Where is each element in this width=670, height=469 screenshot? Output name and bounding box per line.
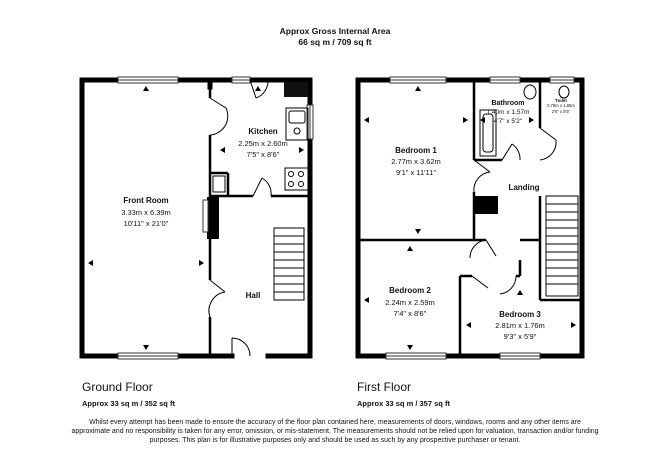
bedroom2-metric: 2.24m x 2.59m: [385, 298, 435, 307]
first-floor-plan: [355, 76, 585, 360]
toilet-name: Toilet: [555, 98, 567, 103]
front-room-imperial: 10'11" x 21'0": [124, 219, 169, 228]
ground-floor-area: Approx 33 sq m / 352 sq ft: [82, 399, 175, 408]
kitchen-metric: 2.25m x 2.60m: [238, 139, 288, 148]
kitchen-imperial: 7'5" x 8'6": [247, 150, 280, 159]
disclaimer-text: Whilst every attempt has been made to en…: [71, 419, 599, 444]
bedroom3-imperial: 9'3" x 5'9": [504, 332, 537, 341]
bathroom-name: Bathroom: [491, 100, 524, 107]
first-floor-area: Approx 33 sq m / 357 sq ft: [357, 399, 450, 408]
bedroom3-metric: 2.81m x 1.76m: [495, 321, 545, 330]
bedroom2-name: Bedroom 2: [389, 286, 431, 295]
first-floor-title: First Floor: [357, 380, 411, 394]
hall-name: Hall: [246, 291, 261, 300]
bedroom1-name: Bedroom 1: [395, 146, 437, 155]
ground-floor-title: Ground Floor: [82, 380, 153, 394]
ground-floor-plan: [79, 76, 314, 360]
bedroom3-name: Bedroom 3: [499, 310, 541, 319]
front-room-name: Front Room: [123, 196, 168, 205]
bedroom1-metric: 2.77m x 3.62m: [391, 157, 441, 166]
area-title: Approx Gross Internal Area: [279, 26, 391, 36]
landing-name: Landing: [508, 183, 539, 192]
bathroom-metric: 1.40m x 1.57m: [487, 109, 530, 116]
area-total: 66 sq m / 709 sq ft: [298, 37, 372, 47]
toilet-imperial: 2'6" x 5'5": [552, 109, 571, 114]
dimension-arrows: [88, 86, 576, 350]
bedroom1-imperial: 9'1" x 11'11": [396, 168, 436, 177]
front-room-metric: 3.33m x 6.39m: [121, 208, 171, 217]
bathroom-imperial: 4'7" x 5'2": [494, 118, 523, 125]
kitchen-name: Kitchen: [248, 127, 277, 136]
toilet-metric: 0.78m x 1.65m: [547, 103, 575, 108]
bedroom2-imperial: 7'4" x 8'6": [394, 309, 427, 318]
